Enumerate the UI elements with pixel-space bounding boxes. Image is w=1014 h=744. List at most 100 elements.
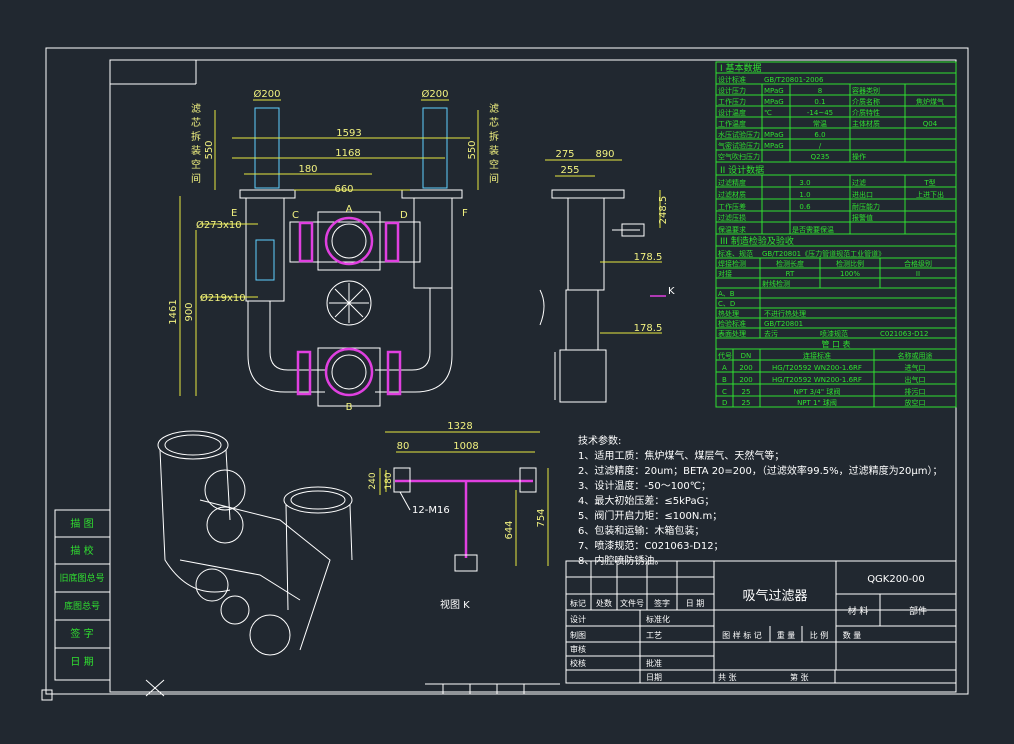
nozzle-row-c: C 25 NPT 3/4" 球阀 排污口 (722, 387, 926, 396)
cell-r6v: 6.0 (814, 131, 825, 139)
svg-text:滤: 滤 (191, 102, 201, 115)
tb-row-check: 校核 (570, 658, 586, 668)
svg-text:装: 装 (191, 144, 201, 157)
part-label: 部件 (909, 605, 927, 617)
cell-r3: 工作压力 (718, 97, 746, 106)
view-k: 1328 1008 80 240 180 644 754 12-M16 视图 K (368, 421, 549, 611)
cell-r7v: / (819, 142, 822, 150)
cell-r5bv: Q04 (923, 120, 938, 128)
cell-t9: 表面处理 (718, 329, 746, 338)
tb-row-draw: 制图 (570, 630, 586, 640)
dim-180: 180 (298, 164, 317, 175)
tb-header-0: 标记 (570, 598, 586, 608)
port-c-label: C (292, 210, 299, 221)
dim-248: 248.5 (658, 196, 669, 225)
tb-sheet-no: 第 张 (790, 672, 809, 682)
dim-550-left: 550 (204, 140, 215, 159)
cell-t1v: GB/T20801《压力管道规范工业管道》 (762, 249, 885, 258)
cell-s1b: 过滤 (852, 178, 866, 187)
front-view: Ø200 Ø200 1593 1168 180 660 Ø273x10 Ø219… (168, 88, 499, 413)
svg-text:排污口: 排污口 (905, 387, 926, 396)
svg-text:25: 25 (742, 399, 751, 407)
tb-header-4: 日 期 (686, 599, 705, 608)
side-text-left: 滤 芯 拆 装 空 间 (191, 102, 201, 185)
drawing-number: QGK200-00 (867, 574, 925, 585)
cell-t4: 射线检测 (762, 279, 790, 288)
dim-275: 275 (555, 149, 574, 160)
cell-t8v: GB/T20801 (764, 320, 803, 328)
tech-item-3: 3、设计温度：-50～100℃； (578, 479, 711, 492)
cell-s4b: 报警值 (852, 213, 873, 222)
tb-header-3: 签字 (654, 598, 670, 608)
cell-r4v: -14~45 (807, 109, 833, 117)
cell-t5: A、B (718, 290, 735, 298)
cell-r1: 设计标准 (718, 75, 746, 84)
nozzle-head-std: 连接标准 (803, 351, 831, 360)
cell-t3: 对接 (718, 269, 732, 278)
flange-a (324, 216, 374, 266)
strip-3: 旧底图总号 (59, 572, 104, 584)
cell-r3u: MPaG (764, 98, 784, 106)
cell-t2: 焊接检测 (718, 259, 746, 268)
dim-1593: 1593 (336, 128, 361, 139)
side-text-right: 滤 芯 拆 装 空 间 (489, 102, 499, 185)
svg-text:空: 空 (191, 158, 201, 171)
cell-t1: 标准、规范 (718, 249, 753, 258)
port-k-label: K (668, 286, 675, 297)
tb-sheet-total: 共 张 (718, 673, 737, 682)
cell-t7v: 不进行热处理 (764, 309, 806, 318)
cell-t2b: 检测比例 (836, 259, 864, 268)
svg-text:200: 200 (739, 376, 752, 384)
strip-4: 底图总号 (64, 600, 100, 612)
cell-t2c: 合格级别 (904, 259, 932, 268)
svg-text:装: 装 (489, 144, 499, 157)
cell-r3b: 介质名称 (852, 97, 880, 106)
svg-text:放空口: 放空口 (905, 398, 926, 407)
cell-r4: 设计温度 (718, 108, 746, 117)
strip-1: 描 图 (70, 517, 93, 530)
cell-r6u: MPaG (764, 131, 784, 139)
dim-d200-left: Ø200 (254, 88, 281, 100)
cell-t7: 热处理 (718, 309, 739, 318)
cell-t8: 检验标准 (718, 319, 746, 328)
nozzle-head-dn: DN (741, 352, 752, 360)
cell-r3bv: 焦炉煤气 (916, 97, 944, 106)
cell-r6: 水压试验压力 (718, 130, 760, 139)
nozzle-head-code: 代号 (718, 351, 732, 360)
section-basic-data: I 基本数据 (720, 62, 762, 74)
cell-r3v: 0.1 (814, 98, 825, 106)
dim-255: 255 (560, 165, 579, 176)
tb-sheet-weight: 重 量 (777, 630, 796, 640)
tb-sheet-mark: 图 样 标 记 (722, 630, 762, 640)
tech-item-4: 4、最大初始压差：≤5kPaG； (578, 494, 714, 507)
nozzle-row-d: D 25 NPT 1" 球阀 放空口 (722, 398, 926, 407)
data-table: I 基本数据 II 设计数据 III 制造检验及验收 管 口 表 设计标准 GB… (715, 61, 957, 408)
dim-754: 754 (536, 508, 547, 527)
cell-r7: 气密试验压力 (718, 141, 760, 150)
svg-text:滤: 滤 (489, 102, 499, 115)
dim-180b: 180 (384, 472, 394, 489)
outer-frame (45, 47, 969, 695)
cell-s3: 工作压差 (718, 202, 746, 211)
dim-178b: 178.5 (634, 323, 663, 334)
tb-header-1: 处数 (596, 598, 612, 608)
svg-text:HG/T20592 WN200-1.6RF: HG/T20592 WN200-1.6RF (772, 364, 862, 372)
dim-178a: 178.5 (634, 252, 663, 263)
cell-r4u: ℃ (764, 109, 772, 117)
dim-1008: 1008 (453, 441, 478, 452)
cell-s1bv: T型 (923, 178, 935, 187)
cell-r1v: GB/T20801-2006 (764, 76, 824, 84)
cell-r8: 空气吹扫压力 (718, 152, 760, 161)
tech-title: 技术参数: (578, 434, 621, 447)
svg-text:出气口: 出气口 (905, 375, 926, 384)
tech-item-2: 2、过滤精度：20um；BETA 20=200，（过滤效率99.5%，过滤精度为… (578, 464, 942, 477)
cell-s1v: 3.0 (799, 179, 810, 187)
tb-mid-approve: 批准 (646, 658, 662, 668)
port-f-label: F (462, 208, 468, 219)
side-view: 275 890 255 248.5 178.5 178.5 K (539, 149, 675, 403)
dim-1461: 1461 (168, 299, 179, 324)
cell-t3b: 100% (840, 270, 860, 278)
cell-t6: C、D (718, 300, 735, 308)
cell-r8b: 操作 (852, 152, 866, 161)
